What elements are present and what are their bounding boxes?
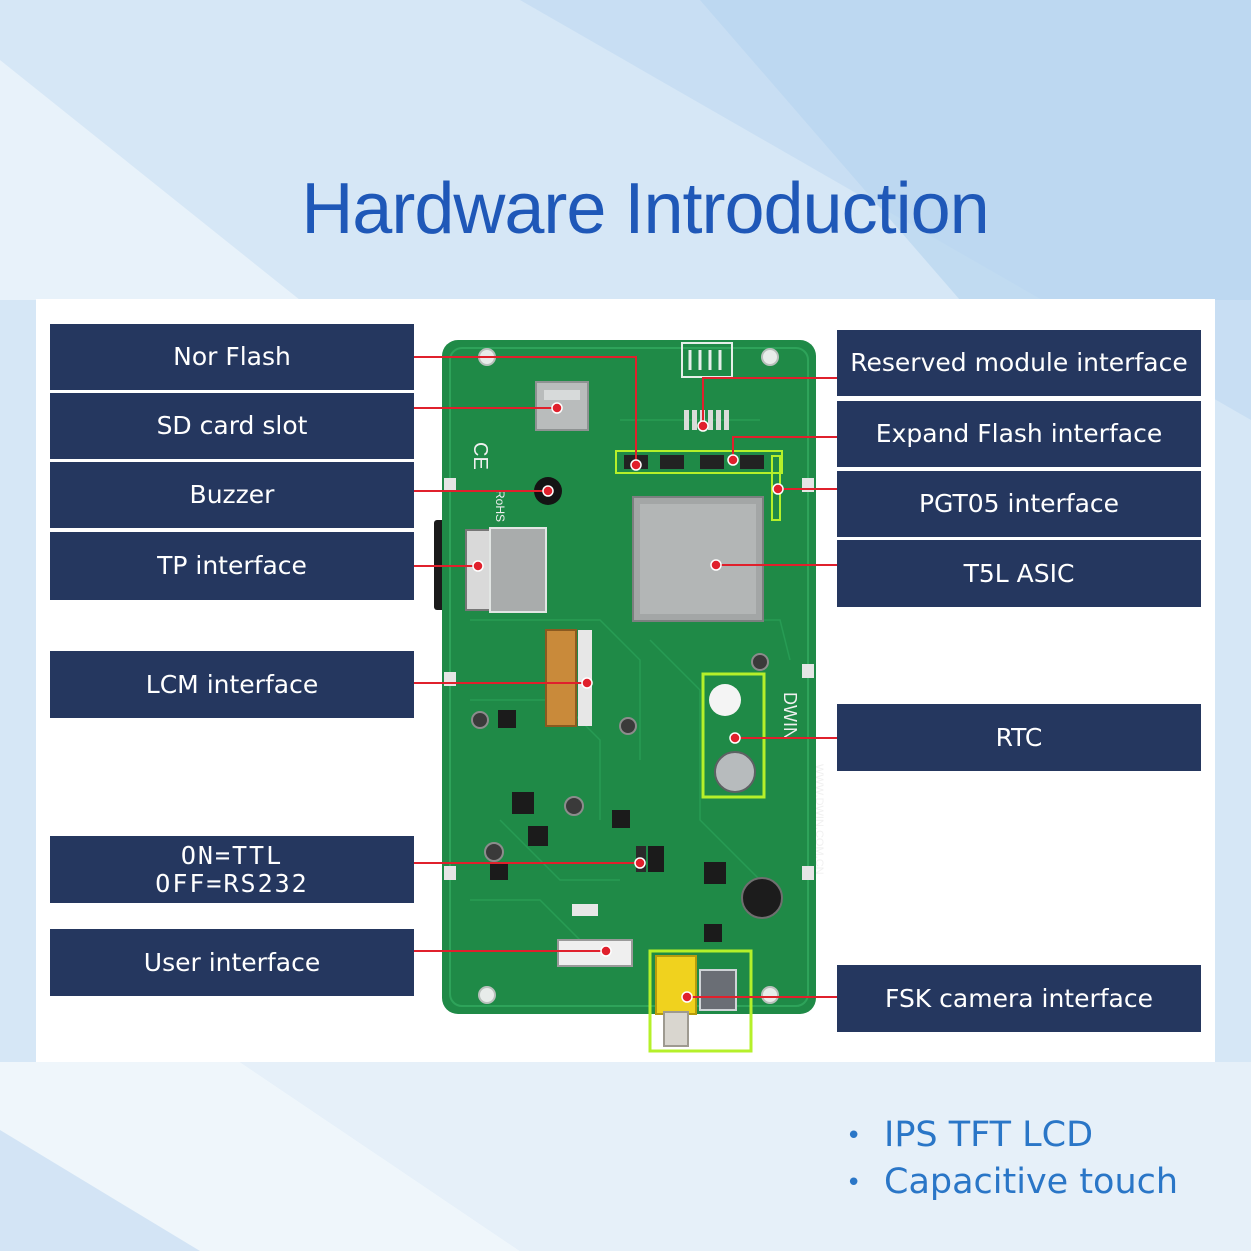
feature-list: • IPS TFT LCD • Capacitive touch <box>846 1112 1178 1206</box>
bullet-icon: • <box>846 1121 862 1151</box>
label-user-interface: User interface <box>50 929 414 996</box>
label-text: LCM interface <box>145 669 319 699</box>
label-buzzer: Buzzer <box>50 462 414 528</box>
label-text-line2: OFF=RS232 <box>155 868 309 898</box>
label-ttl-switch: ON=TTL OFF=RS232 <box>50 836 414 903</box>
label-text: T5L ASIC <box>963 558 1075 588</box>
label-tp-interface: TP interface <box>50 532 414 600</box>
feature-item: • Capacitive touch <box>846 1159 1178 1206</box>
label-text: User interface <box>143 947 321 977</box>
label-text: Buzzer <box>189 480 275 509</box>
label-nor-flash: Nor Flash <box>50 324 414 390</box>
label-rtc: RTC <box>837 704 1201 771</box>
feature-text: IPS TFT LCD <box>884 1115 1094 1155</box>
bullet-icon: • <box>846 1168 862 1198</box>
label-expand-flash: Expand Flash interface <box>837 401 1201 467</box>
label-text: FSK camera interface <box>885 983 1153 1013</box>
page-title: Hardware Introduction <box>301 169 989 249</box>
label-fsk-camera: FSK camera interface <box>837 965 1201 1032</box>
label-text: RTC <box>995 722 1043 752</box>
label-text: Expand Flash interface <box>875 419 1163 448</box>
label-t5l-asic: T5L ASIC <box>837 540 1201 607</box>
feature-text: Capacitive touch <box>884 1162 1179 1202</box>
label-sd-card-slot: SD card slot <box>50 393 414 459</box>
label-text: TP interface <box>157 551 307 580</box>
label-lcm-interface: LCM interface <box>50 651 414 718</box>
label-text: SD card slot <box>156 411 308 440</box>
label-text-line1: ON=TTL <box>180 840 284 870</box>
label-text: Nor Flash <box>173 342 291 371</box>
label-reserved-module: Reserved module interface <box>837 330 1201 396</box>
label-pgt05: PGT05 interface <box>837 471 1201 537</box>
feature-item: • IPS TFT LCD <box>846 1112 1178 1159</box>
label-text: PGT05 interface <box>918 489 1120 518</box>
label-text: Reserved module interface <box>850 348 1188 377</box>
